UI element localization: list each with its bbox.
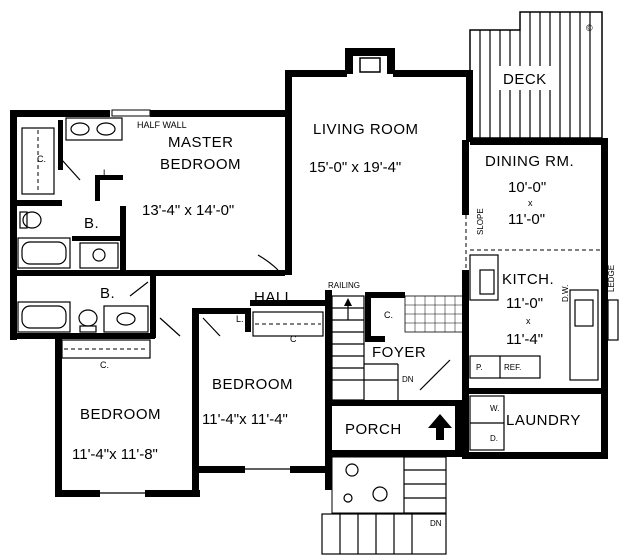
dining-label: DINING RM. (485, 153, 574, 170)
porch-label: PORCH (345, 421, 402, 438)
copyright-icon: © (586, 23, 593, 33)
bath2-label: B. (100, 285, 115, 302)
bedroom-mid-dim: 11'-4"x 11'-4" (202, 411, 288, 428)
laundry-label: LAUNDRY (506, 412, 581, 429)
living-room-dim: 15'-0" x 19'-4" (309, 159, 401, 176)
bedroom-mid-label: BEDROOM (212, 376, 293, 393)
labels: DECK LIVING ROOM 15'-0" x 19'-4" MASTER … (37, 23, 616, 528)
linen-master-label: L. (103, 168, 111, 178)
kitchen-label: KITCH. (502, 271, 554, 288)
dw-label: D.W. (561, 285, 570, 302)
deck-label: DECK (503, 71, 547, 88)
dn-stair-label: DN (402, 375, 414, 384)
refrigerator-label: REF. (504, 363, 521, 372)
closet-master-label: C. (37, 154, 46, 164)
closet-bedroom-label: C. (100, 360, 109, 370)
kitchen-dim-2: 11'-4" (506, 331, 543, 348)
pantry-label: P. (476, 363, 483, 372)
slope-label: SLOPE (476, 208, 485, 235)
ledge-label: LEDGE (607, 265, 616, 292)
bath1-label: B. (84, 215, 99, 232)
half-wall-label: HALF WALL (137, 120, 187, 130)
kitchen-x: x (526, 316, 531, 326)
hall-label: HALL (254, 289, 294, 306)
washer-label: W. (490, 404, 499, 413)
dn-entry-label: DN (430, 519, 442, 528)
dining-x: x (528, 198, 533, 208)
linen-hall-label: L. (236, 314, 244, 324)
closet-foyer-label: C. (384, 310, 393, 320)
closet-hall-label: C (290, 334, 297, 344)
walls (10, 48, 608, 497)
fixtures (17, 117, 619, 555)
dining-dim-1: 10'-0" (508, 179, 546, 196)
entry-arrow-icon (428, 414, 452, 440)
dining-dim-2: 11'-0" (508, 211, 545, 228)
bedroom-left-dim: 11'-4"x 11'-8" (72, 446, 158, 463)
dryer-label: D. (490, 434, 498, 443)
master-bedroom-dim: 13'-4" x 14'-0" (142, 202, 234, 219)
tile-area (404, 295, 464, 333)
railing-label: RAILING (328, 281, 360, 290)
kitchen-dim-1: 11'-0" (506, 295, 543, 312)
bedroom-left-label: BEDROOM (80, 406, 161, 423)
stairs (331, 295, 399, 401)
master-bedroom-label-1: MASTER (168, 134, 234, 151)
master-bedroom-label-2: BEDROOM (160, 156, 241, 173)
foyer-label: FOYER (372, 344, 426, 361)
deck (469, 11, 603, 139)
living-room-label: LIVING ROOM (313, 121, 419, 138)
